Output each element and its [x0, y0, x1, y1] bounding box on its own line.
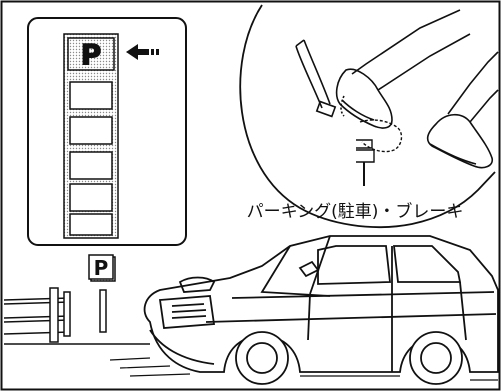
gear-indicator-panel: P — [27, 17, 187, 246]
sign-letter: P — [94, 256, 109, 280]
indicator-cell-p — [67, 37, 115, 71]
indicator-slot — [69, 151, 113, 180]
indicator-letter: P — [81, 38, 102, 71]
indicator-slot — [69, 213, 113, 236]
shoe-upper — [335, 9, 471, 129]
parking-brake-pedal — [356, 119, 403, 186]
sign-plate-front — [88, 254, 114, 280]
sign-post — [99, 289, 107, 333]
indicator-slot — [69, 183, 113, 212]
indicator-slot — [69, 116, 113, 145]
fence — [3, 287, 150, 345]
caption-label: パーキング(駐車)・ブレーキ — [247, 201, 464, 222]
ground-lines — [109, 357, 498, 381]
indicator-slot — [69, 81, 113, 110]
shoe-lower — [426, 51, 499, 169]
parked-car — [143, 235, 499, 385]
parking-sign-icon: P — [88, 254, 116, 333]
inset-circle-outline — [239, 4, 496, 229]
pedal-inset — [239, 4, 499, 229]
pointer-arrow-icon — [126, 44, 159, 60]
pedal-arm — [295, 39, 337, 118]
